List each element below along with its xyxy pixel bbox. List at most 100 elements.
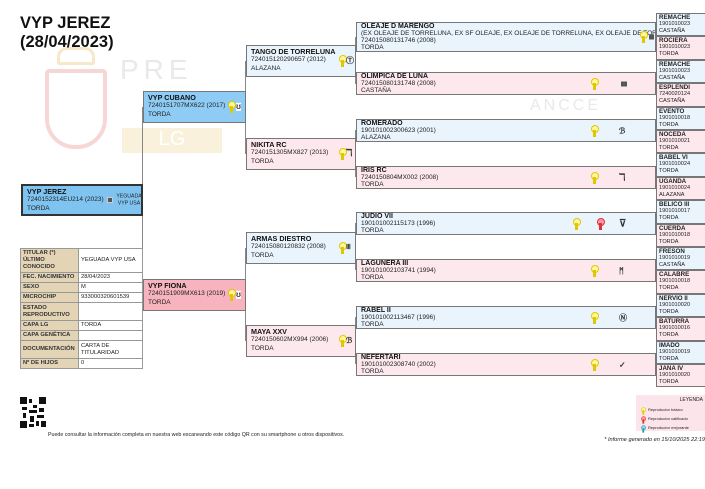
breeder-icon: [107, 197, 113, 203]
gen5-coat: TORDA: [659, 355, 679, 362]
gen5-name: EVENTO: [659, 107, 685, 115]
info-value: 28/04/2023: [78, 272, 143, 283]
shield-icon: [45, 69, 107, 149]
great-grandparent-card[interactable]: OLEAJE D MARENGO(EX OLEAJE DE TORRELUNA,…: [356, 22, 656, 52]
gen5-id: 7240020124: [659, 91, 691, 98]
gen5-coat: TORDA: [659, 145, 679, 151]
generated-timestamp: * Informe generado en 15/10/2025 22:19: [604, 437, 705, 443]
info-label: SEXO: [20, 282, 79, 293]
gen5-id: 1901010023: [659, 44, 691, 51]
ribbon-basic-icon: [339, 335, 347, 347]
ribbon-basic-icon: [339, 148, 347, 160]
gen5-id: 1901010020: [659, 301, 691, 308]
info-label: Nº DE HIJOS: [20, 358, 79, 369]
gen5-id: 1901010020: [659, 372, 691, 378]
page-title: VYP JEREZ(28/04/2023): [20, 14, 114, 51]
gen5-coat: ALAZANA: [659, 191, 685, 198]
gen5-coat: TORDA: [659, 285, 679, 292]
gen5-name: JANA IV: [659, 365, 684, 372]
brand-icon: ⊽: [619, 218, 627, 229]
ribbon-basic-icon: [640, 31, 648, 43]
gen5-coat: CASTAÑA: [659, 98, 686, 105]
brand-icon: ʊ: [236, 101, 241, 112]
gen5-id: 1901010019: [659, 348, 691, 355]
info-label: CAPA GENÉTICA: [20, 330, 79, 341]
ribbon-basic-icon: [591, 358, 599, 371]
gen5-coat: TORDA: [659, 168, 679, 175]
ribbon-basic-icon: [591, 311, 599, 324]
gen5-name: FRESON: [659, 248, 685, 255]
gen5-name: ROCIERA: [659, 37, 688, 45]
ribbon-improver-icon: [641, 425, 646, 433]
gen5-coat: CASTAÑA: [659, 74, 686, 81]
ribbon-basic-icon: [573, 217, 581, 230]
qr-code[interactable]: [20, 397, 46, 428]
info-value: 0: [78, 358, 143, 369]
ribbon-basic-icon: [339, 242, 347, 254]
ribbon-basic-icon: [228, 101, 236, 113]
gen5-id: 1901010019: [659, 255, 691, 261]
info-value: [78, 330, 143, 341]
info-label: CAPA LG: [20, 320, 79, 331]
gen5-coat: CASTAÑA: [659, 262, 686, 268]
ribbon-qualified-icon: [597, 217, 605, 230]
gen5-name: BELICO III: [659, 201, 690, 209]
info-row: CAPA GENÉTICA: [20, 330, 143, 341]
gen5-id: 1901010024: [659, 184, 691, 191]
ribbon-basic-icon: [591, 171, 599, 184]
info-value: TORDA: [78, 320, 143, 331]
brand-icon: Ⅲ: [346, 243, 351, 251]
gen5-id: 1901010021: [659, 138, 691, 144]
ribbon-basic-icon: [339, 55, 347, 67]
ribbon-qualified-icon: [641, 416, 646, 424]
brand-icon: Ⓣ: [346, 55, 354, 65]
legend-title: LEYENDA: [679, 397, 703, 403]
info-value: 933000320601539: [78, 292, 143, 303]
brand-icon: ✓: [619, 360, 626, 369]
gen5-id: 1901010017: [659, 208, 691, 215]
qr-description: Puede consultar la información completa …: [48, 432, 345, 438]
brand-icon: ℸ: [346, 147, 353, 159]
info-value: YEGUADA VYP USA: [78, 248, 143, 273]
info-value: CARTA DE TITULARIDAD: [78, 340, 143, 359]
gen5-name: REMACHE: [659, 60, 691, 68]
brand-icon: ʊ: [236, 289, 241, 300]
watermark-ancce: ANCCE: [530, 97, 602, 114]
info-row: ESTADO REPRODUCTIVO: [20, 302, 143, 321]
